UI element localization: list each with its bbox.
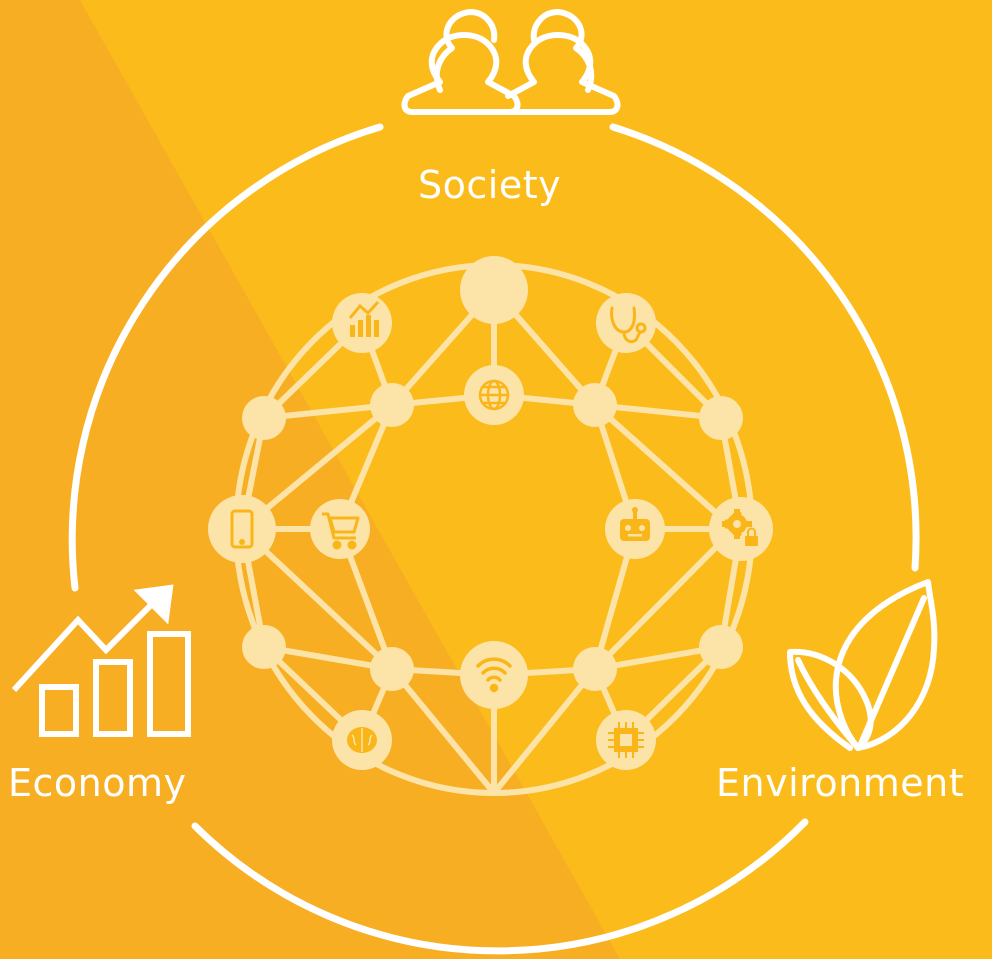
node	[370, 647, 414, 691]
node	[242, 625, 286, 669]
ring-arc-left	[68, 123, 384, 592]
stethoscope-icon	[610, 306, 647, 344]
node-cart	[310, 499, 370, 559]
smartphone-icon	[230, 509, 254, 549]
outer-ring	[68, 123, 920, 955]
node	[573, 383, 617, 427]
environment-label: Environment	[716, 761, 965, 805]
node-phone	[208, 495, 276, 563]
background-shade	[0, 0, 620, 959]
gear-lock-icon	[722, 509, 758, 546]
node	[699, 396, 743, 440]
node-top	[460, 256, 528, 324]
robot-icon	[620, 507, 650, 541]
brain-icon	[347, 727, 377, 753]
bar-chart-icon	[348, 300, 380, 337]
node	[242, 396, 286, 440]
growth-chart-icon	[11, 584, 191, 737]
wifi-icon	[476, 657, 512, 693]
node	[370, 383, 414, 427]
leaves-icon	[787, 579, 938, 751]
node-wifi	[460, 641, 528, 709]
node	[573, 647, 617, 691]
network-icons	[230, 300, 758, 758]
economy-label: Economy	[8, 761, 187, 805]
microchip-icon	[608, 722, 644, 758]
shopping-cart-icon	[322, 512, 360, 550]
ring-arc-right	[609, 123, 920, 572]
node	[699, 625, 743, 669]
ring-arc-bottom	[191, 818, 809, 955]
node-stethoscope	[596, 293, 656, 353]
society-label: Society	[418, 163, 562, 207]
globe-icon	[478, 379, 510, 411]
people-group-icon	[401, 9, 621, 115]
